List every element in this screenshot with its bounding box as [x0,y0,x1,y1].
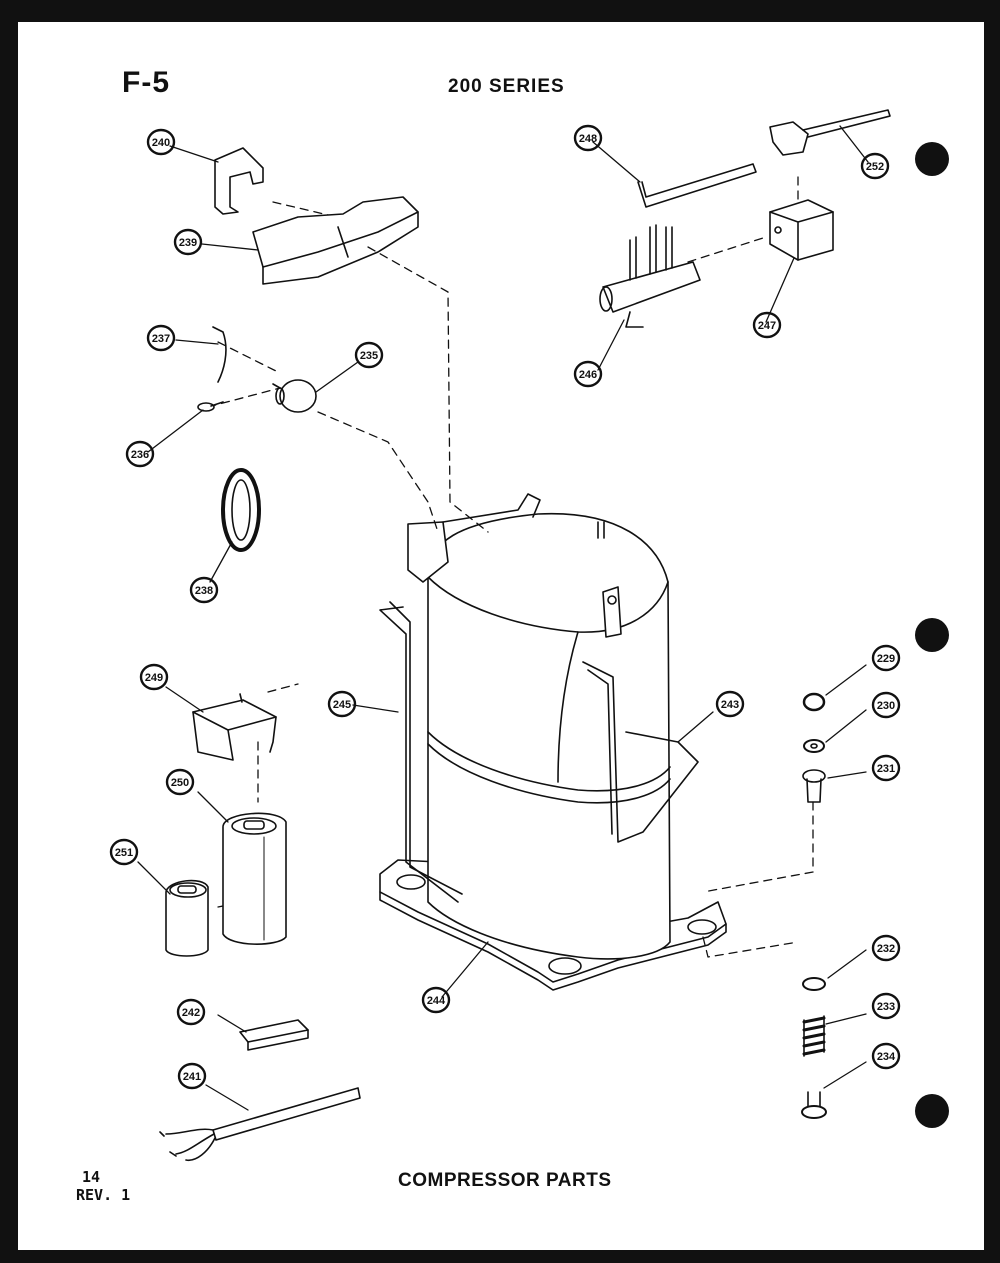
callout-229: 229 [871,644,901,672]
washer-part [803,739,825,753]
svg-text:241: 241 [183,1071,201,1083]
svg-text:229: 229 [877,653,895,665]
figure-number: F-5 [122,66,170,99]
callout-246: 246 [573,360,603,388]
svg-text:248: 248 [579,133,597,145]
binder-hole [915,142,949,176]
terminal-strip-part [239,1019,309,1051]
svg-text:234: 234 [877,1051,896,1063]
callout-244: 244 [421,986,451,1014]
svg-text:249: 249 [145,672,163,684]
svg-text:236: 236 [131,449,149,461]
svg-text:251: 251 [115,847,133,859]
svg-text:246: 246 [579,369,597,381]
svg-text:252: 252 [866,161,884,173]
connector-cap-part [769,109,891,156]
valve-assembly-part [599,224,701,328]
svg-text:239: 239 [179,237,197,249]
callout-241: 241 [177,1062,207,1090]
callout-236: 236 [125,440,155,468]
callout-237: 237 [146,324,176,352]
diagram-caption: COMPRESSOR PARTS [398,1170,612,1191]
callout-249-mid: 249 [139,663,169,691]
sleeve-part [802,769,826,803]
callout-238: 238 [189,576,219,604]
svg-text:244: 244 [427,995,446,1007]
start-capacitor-part [165,879,209,957]
overload-protector-part [272,379,317,413]
callout-243: 243 [715,690,745,718]
svg-text:230: 230 [877,700,895,712]
exploded-diagram: 240 239 237 235 236 238 248 252 [109,109,901,1162]
spring-part [802,1015,826,1057]
series-title: 200 SERIES [448,76,565,97]
callout-235: 235 [354,341,384,369]
svg-text:231: 231 [877,763,895,775]
top-bracket-part [214,147,264,215]
l-tube-part [637,163,757,208]
svg-text:238: 238 [195,585,213,597]
callout-242: 242 [176,998,206,1026]
top-cover-part [252,196,419,285]
callout-232: 232 [871,934,901,962]
bolt-part [801,1091,827,1119]
callout-251: 251 [109,838,139,866]
callout-239: 239 [173,228,203,256]
callout-252: 252 [860,152,890,180]
wire-part [212,326,227,383]
discharge-tube [379,601,463,903]
run-capacitor-part [222,812,287,945]
svg-text:240: 240 [152,137,170,149]
binder-hole [915,618,949,652]
callout-240-top: 240 [146,128,176,156]
svg-text:250: 250 [171,777,189,789]
svg-text:242: 242 [182,1007,200,1019]
svg-text:235: 235 [360,350,378,362]
revision-label: REV. 1 [76,1186,131,1204]
gasket-ring-part [221,468,261,552]
page-number: 14 [82,1168,101,1186]
svg-text:245: 245 [333,699,351,711]
callout-234: 234 [871,1042,901,1070]
svg-text:237: 237 [152,333,170,345]
parts-sheet: F-5 200 SERIES [18,22,984,1250]
capacitor-bracket-part [192,693,277,761]
screw-part [197,401,224,412]
svg-text:243: 243 [721,699,739,711]
svg-text:233: 233 [877,1001,895,1013]
callout-248-top: 248 [573,124,603,152]
callout-230: 230 [871,691,901,719]
compressor-body [379,493,727,991]
callout-247: 247 [752,311,782,339]
callout-233: 233 [871,992,901,1020]
callout-250: 250 [165,768,195,796]
binder-hole [915,1094,949,1128]
svg-text:232: 232 [877,943,895,955]
svg-text:247: 247 [758,320,776,332]
nut-part [802,692,826,712]
wiring-harness-part [159,1087,361,1162]
lower-washer-part [802,977,826,991]
callout-231: 231 [871,754,901,782]
callout-245: 245 [327,690,357,718]
terminal-block-part [769,199,834,261]
leader-lines [137,125,869,1111]
